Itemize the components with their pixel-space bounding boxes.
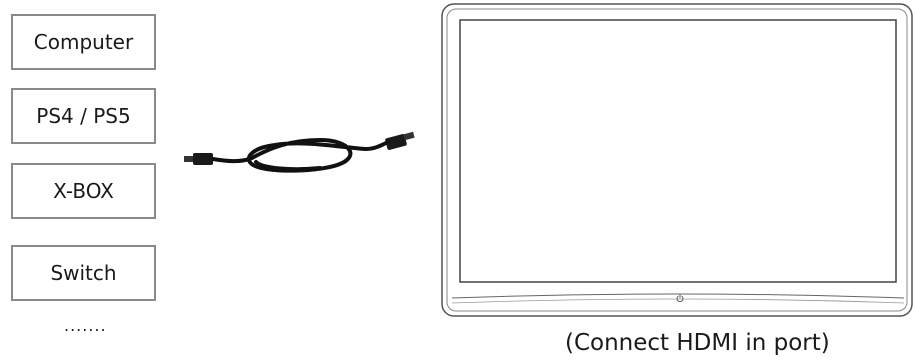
device-playstation-box: PS4 / PS5 (11, 88, 156, 144)
device-label: Computer (33, 30, 134, 54)
device-label: X-BOX (53, 179, 114, 203)
device-switch-box: Switch (11, 245, 156, 301)
power-icon (676, 294, 684, 302)
device-label: Switch (50, 261, 117, 285)
device-computer-box: Computer (11, 14, 156, 70)
hdmi-cable-icon (184, 131, 415, 173)
device-label: PS4 / PS5 (36, 104, 131, 128)
more-devices-ellipsis: ....... (64, 316, 107, 335)
portable-monitor-icon (441, 3, 913, 317)
connection-caption: (Connect HDMI in port) (565, 330, 830, 356)
device-xbox-box: X-BOX (11, 163, 156, 219)
